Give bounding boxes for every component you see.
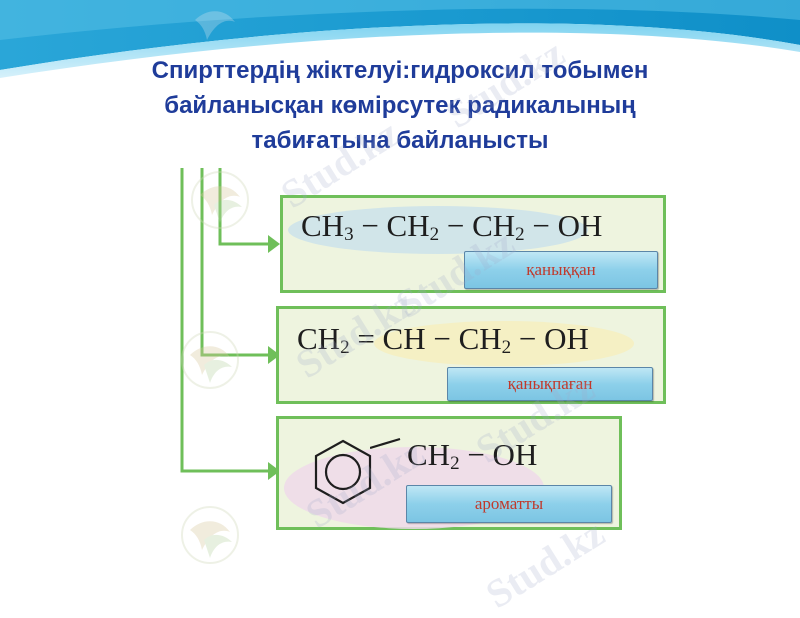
highlight-oval (374, 321, 634, 366)
arrow-right-icon (268, 235, 280, 253)
bond-line (370, 437, 401, 449)
unsaturated-tag: қанықпаған (447, 367, 653, 401)
arrow-right-icon (268, 346, 280, 364)
aromatic-formula: CH2 − OH (407, 437, 538, 474)
highlight-oval (288, 206, 588, 254)
saturated-alcohol-box: CH3 − CH2 − CH2 − OH қаныққан (280, 195, 666, 293)
aromatic-alcohol-box: CH2 − OH ароматты (276, 416, 622, 530)
bird-logo-icon (195, 11, 235, 41)
page-title: Спирттердің жіктелуі:гидроксил тобымен б… (60, 53, 740, 158)
unsaturated-alcohol-box: CH2 = CH − CH2 − OH қанықпаған (276, 306, 666, 404)
title-line-3: табиғатына байланысты (251, 127, 549, 154)
unsaturated-formula: CH2 = CH − CH2 − OH (297, 321, 589, 358)
benzene-ring-icon (314, 439, 372, 505)
aromatic-tag: ароматты (406, 485, 612, 523)
saturated-formula: CH3 − CH2 − CH2 − OH (301, 208, 603, 245)
header-band (0, 0, 800, 80)
saturated-tag: қаныққан (464, 251, 658, 289)
classification-diagram: CH3 − CH2 − CH2 − OH қаныққан CH2 = CH −… (128, 168, 670, 568)
title-line-2: байланысқан көмірсутек радикалының (164, 92, 636, 119)
bird-logo-icon (191, 171, 249, 229)
title-line-1: Спирттердің жіктелуі:гидроксил тобымен (151, 57, 649, 84)
connector-lines (180, 168, 280, 480)
arrow-right-icon (268, 462, 280, 480)
bird-logo-icon (181, 506, 239, 564)
bird-logo-icon (181, 331, 239, 389)
